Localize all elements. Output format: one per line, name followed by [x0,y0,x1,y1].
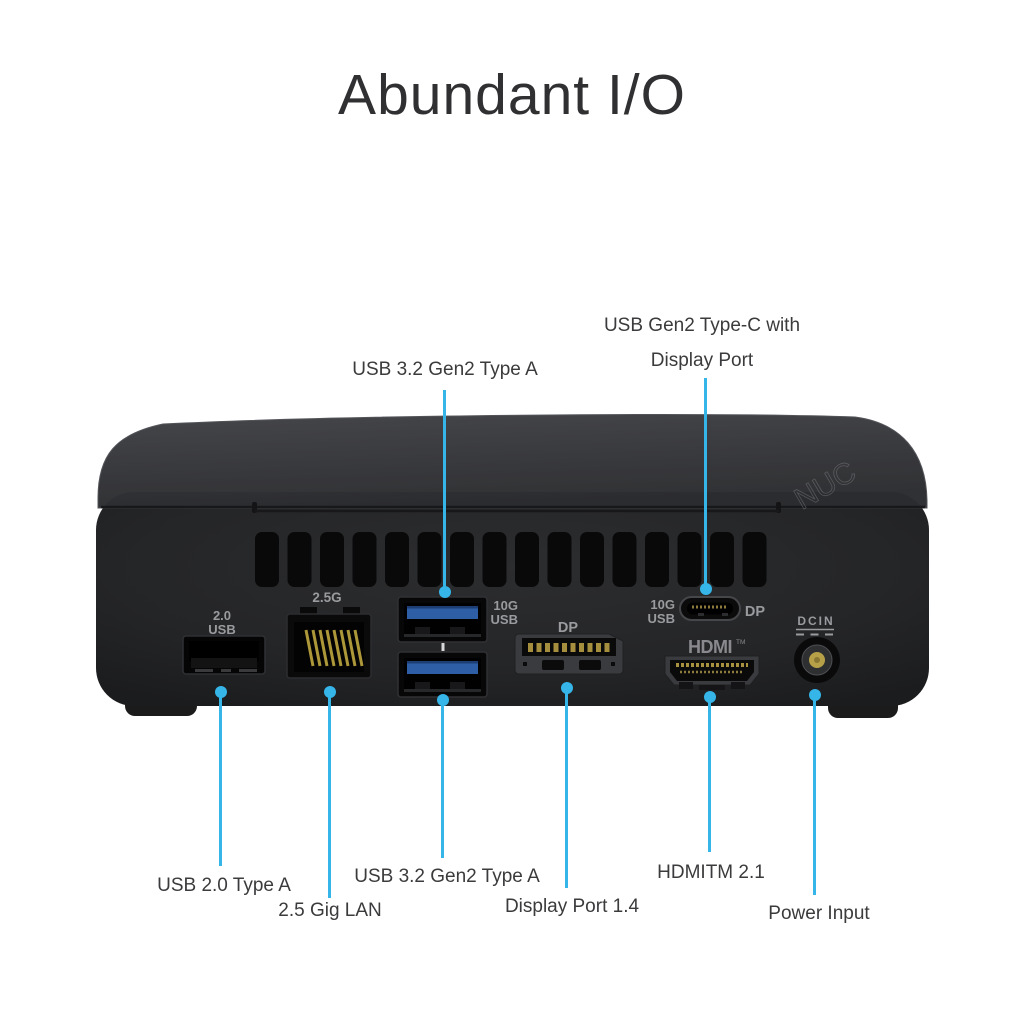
usb-stack-tick [441,643,445,651]
lan-chassis-label: 2.5G [312,590,341,605]
leader-dot-usb20 [215,686,227,698]
usb20-chassis-label-line1: 2.0 [213,608,231,623]
leader-dot-lan [324,686,336,698]
callout-usb32-bottom: USB 3.2 Gen2 Type A [354,859,540,894]
hdmi-chassis-label: HDMI [688,637,732,657]
displayport-port [514,633,624,675]
usb10g-right-label-line1: 10G [650,597,675,612]
usb-a-2-port [182,635,266,675]
callout-hdmi: HDMITM 2.1 [657,855,765,890]
leader-dot-power [809,689,821,701]
callout-power-text: Power Input [768,903,870,924]
usb-a-3-port-top [397,596,488,643]
leader-line-usb32-bottom [441,700,444,858]
usb-a-3-port-bottom [397,651,488,698]
leader-dot-usbc [700,583,712,595]
leader-dot-displayport [561,682,573,694]
mini-pc-rear-view: NUC 2.0 USB 2.5G [96,414,929,718]
callout-power: Power Input [768,896,869,931]
usb10g-left-label-line1: 10G [493,598,518,613]
leader-line-usb20 [219,692,222,866]
leader-line-usb32-top [443,390,446,592]
hdmi-tm-label: TM [736,639,745,646]
leader-dot-hdmi [704,691,716,703]
leader-dot-usb32-top [439,586,451,598]
leader-line-hdmi [708,697,711,852]
leader-dot-usb32-bottom [437,694,449,706]
leader-line-usbc [704,378,707,589]
dp-left-chassis-label: DP [558,620,578,636]
usb10g-left-label-line2: USB [491,612,518,627]
leader-line-displayport [565,688,568,888]
callout-lan-text: 2.5 Gig LAN [278,900,382,921]
ethernet-port [286,607,372,679]
chassis-top [97,414,928,509]
leader-line-lan [328,692,331,898]
callout-usbc-line1: USB Gen2 Type-C with [603,315,801,336]
callout-usb32-top: USB 3.2 Gen2 Type A [352,352,538,387]
vent-grille [255,532,767,587]
usb10g-right-label-line2: USB [648,611,675,626]
callout-usbc-line2: Display Port [650,350,754,371]
callout-displayport: Display Port 1.4 [505,889,639,924]
leader-line-power [813,695,816,895]
usb20-chassis-label-line2: USB [208,622,235,637]
callout-usb32-bottom-text: USB 3.2 Gen2 Type A [354,866,540,887]
hdmi-port [664,655,760,690]
callout-usbc: USB Gen2 Type-C with Display Port [604,308,800,378]
callout-usb20: USB 2.0 Type A [157,868,291,903]
callout-displayport-text: Display Port 1.4 [504,896,640,917]
callout-usb32-top-text: USB 3.2 Gen2 Type A [352,359,538,380]
callout-lan: 2.5 Gig LAN [278,893,382,928]
dp-right-chassis-label: DP [745,604,765,620]
page-title: Abundant I/O [338,63,686,127]
callout-hdmi-text: HDMITM 2.1 [657,862,765,883]
dc-jack [794,637,840,683]
callout-usb20-text: USB 2.0 Type A [157,875,291,896]
dcin-chassis-label: DCIN [797,614,834,628]
usb-c-port [679,596,741,621]
